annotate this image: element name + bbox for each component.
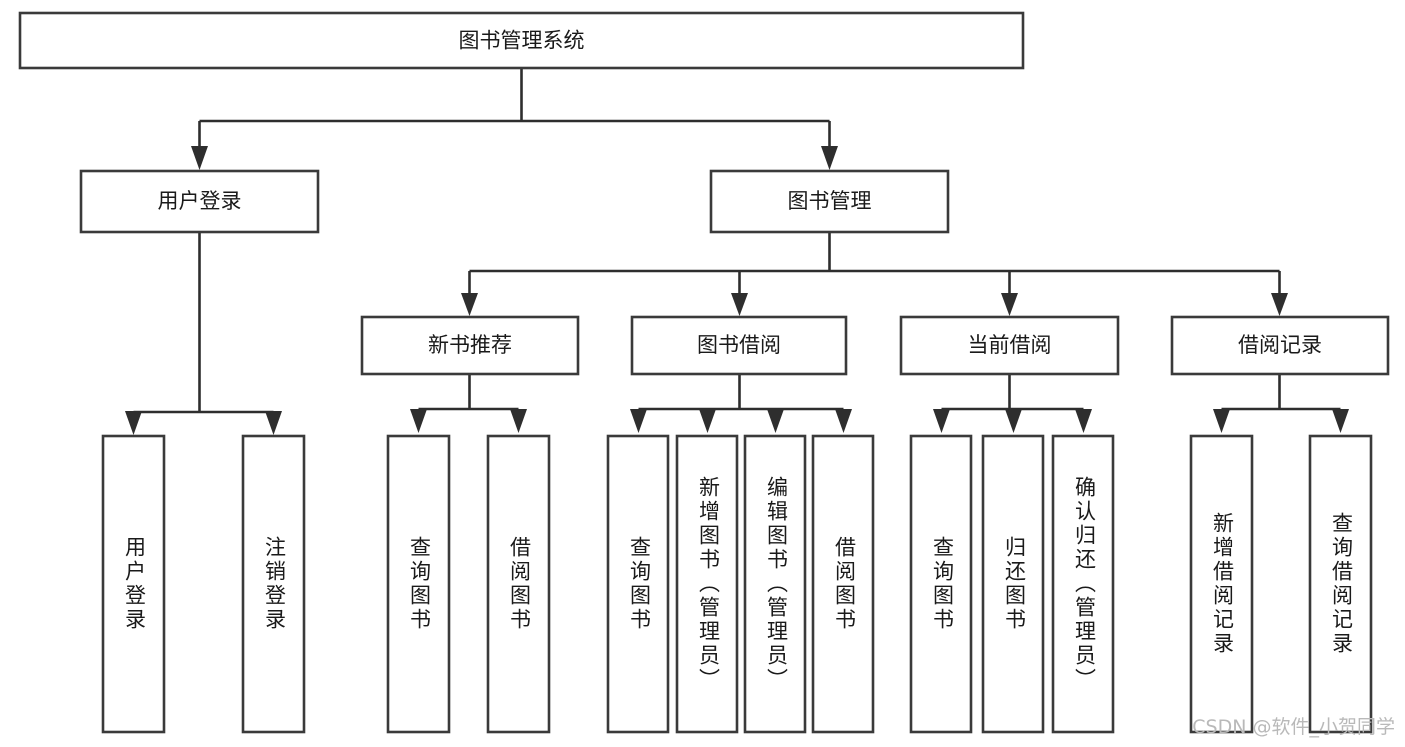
- node-leaf-query-book-borrow[interactable]: 查询图书: [606, 434, 670, 734]
- node-leaf-confirm-return-admin[interactable]: 确认归还（管理员）: [1051, 434, 1115, 734]
- node-current-borrow-label: 当前借阅: [968, 333, 1052, 357]
- node-book-borrow-box[interactable]: [630, 315, 848, 376]
- node-leaf-borrow-book[interactable]: 借阅图书: [811, 434, 875, 734]
- node-leaf-logout[interactable]: 注销登录: [241, 434, 306, 734]
- node-leaf-query-book-recommend[interactable]: 查询图书: [386, 434, 451, 734]
- node-leaf-confirm-return-admin-label: 确认归还（管理员）: [1073, 476, 1097, 692]
- node-leaf-query-borrow-record[interactable]: 查询借阅记录: [1308, 434, 1373, 734]
- node-leaf-add-borrow-record[interactable]: 新增借阅记录: [1189, 434, 1254, 734]
- node-book-borrow-label: 图书借阅: [697, 333, 781, 357]
- node-leaf-borrow-book-box[interactable]: [811, 434, 875, 734]
- connector-group-borrow-record-to-leaves: [1213, 374, 1349, 433]
- arrowhead-leaf-query-book-recommend: [410, 409, 427, 433]
- node-leaf-query-borrow-record-box[interactable]: [1308, 434, 1373, 734]
- node-leaf-query-book-recommend-label: 查询图书: [408, 536, 432, 632]
- arrowhead-leaf-add-book-admin: [699, 409, 716, 433]
- arrowhead-leaf-borrow-book-recommend: [510, 409, 527, 433]
- node-user-login-box[interactable]: [79, 169, 320, 234]
- arrowhead-leaf-borrow-book: [835, 409, 852, 433]
- node-current-borrow[interactable]: 当前借阅: [899, 315, 1120, 376]
- node-leaf-logout-box[interactable]: [241, 434, 306, 734]
- arrowhead-leaf-edit-book-admin: [767, 409, 784, 433]
- node-leaf-edit-book-admin-label: 编辑图书（管理员）: [765, 476, 789, 692]
- node-new-book-recommend-box[interactable]: [360, 315, 580, 376]
- arrowhead-current-borrow: [1001, 293, 1018, 316]
- arrowhead-leaf-query-borrow-record: [1332, 409, 1349, 433]
- node-leaf-query-book-current[interactable]: 查询图书: [909, 434, 973, 734]
- arrowhead-new-book-recommend: [461, 293, 478, 316]
- node-leaf-user-login-box[interactable]: [101, 434, 166, 734]
- arrowhead-leaf-return-book: [1005, 409, 1022, 433]
- node-leaf-query-borrow-record-label: 查询借阅记录: [1330, 512, 1354, 656]
- node-leaf-return-book[interactable]: 归还图书: [981, 434, 1045, 734]
- connector-group-root-to-level2: [191, 68, 838, 170]
- node-root[interactable]: 图书管理系统: [18, 11, 1025, 70]
- arrowhead-leaf-logout: [265, 411, 282, 435]
- node-book-management-box[interactable]: [709, 169, 950, 234]
- node-user-login[interactable]: 用户登录: [79, 169, 320, 234]
- node-leaf-add-borrow-record-label: 新增借阅记录: [1211, 512, 1235, 656]
- arrowhead-leaf-user-login: [125, 411, 142, 435]
- connector-group-user-login-to-leaves: [125, 232, 282, 435]
- arrowhead-leaf-add-borrow-record: [1213, 409, 1230, 433]
- node-leaf-add-book-admin-box[interactable]: [675, 434, 739, 734]
- node-book-management[interactable]: 图书管理: [709, 169, 950, 234]
- arrowhead-book-management: [821, 146, 838, 170]
- node-leaf-query-book-borrow-box[interactable]: [606, 434, 670, 734]
- node-leaf-add-borrow-record-box[interactable]: [1189, 434, 1254, 734]
- node-leaf-borrow-book-recommend-box[interactable]: [486, 434, 551, 734]
- node-root-box[interactable]: [18, 11, 1025, 70]
- connector-group-book-borrow-to-leaves: [630, 374, 852, 433]
- node-leaf-add-book-admin[interactable]: 新增图书（管理员）: [675, 434, 739, 734]
- node-leaf-borrow-book-recommend[interactable]: 借阅图书: [486, 434, 551, 734]
- arrowhead-leaf-query-book-current: [933, 409, 950, 433]
- node-leaf-edit-book-admin-box[interactable]: [743, 434, 807, 734]
- arrowhead-leaf-confirm-return-admin: [1075, 409, 1092, 433]
- node-leaf-return-book-label: 归还图书: [1003, 536, 1027, 632]
- node-leaf-query-book-recommend-box[interactable]: [386, 434, 451, 734]
- arrowhead-leaf-query-book-borrow: [630, 409, 647, 433]
- node-book-management-label: 图书管理: [788, 189, 872, 213]
- node-leaf-borrow-book-recommend-label: 借阅图书: [508, 536, 532, 632]
- node-leaf-confirm-return-admin-box[interactable]: [1051, 434, 1115, 734]
- node-new-book-recommend-label: 新书推荐: [428, 333, 512, 357]
- node-leaf-logout-label: 注销登录: [263, 536, 287, 632]
- node-current-borrow-box[interactable]: [899, 315, 1120, 376]
- node-leaf-user-login-label: 用户登录: [123, 536, 147, 632]
- node-leaf-borrow-book-label: 借阅图书: [833, 536, 857, 632]
- arrowhead-borrow-record: [1271, 293, 1288, 316]
- node-borrow-record-label: 借阅记录: [1238, 333, 1322, 357]
- arrowhead-book-borrow: [731, 293, 748, 316]
- connector-group-current-borrow-to-leaves: [933, 374, 1092, 433]
- node-leaf-return-book-box[interactable]: [981, 434, 1045, 734]
- node-borrow-record[interactable]: 借阅记录: [1170, 315, 1390, 376]
- node-borrow-record-box[interactable]: [1170, 315, 1390, 376]
- node-leaf-add-book-admin-label: 新增图书（管理员）: [697, 476, 721, 692]
- node-root-label: 图书管理系统: [459, 29, 585, 53]
- node-user-login-label: 用户登录: [158, 189, 242, 213]
- connector-group-book-management-to-level3: [461, 232, 1288, 316]
- node-leaf-query-book-borrow-label: 查询图书: [628, 536, 652, 632]
- node-leaf-edit-book-admin[interactable]: 编辑图书（管理员）: [743, 434, 807, 734]
- node-book-borrow[interactable]: 图书借阅: [630, 315, 848, 376]
- arrowhead-user-login: [191, 146, 208, 170]
- node-leaf-query-book-current-box[interactable]: [909, 434, 973, 734]
- node-leaf-query-book-current-label: 查询图书: [931, 536, 955, 632]
- node-leaf-user-login[interactable]: 用户登录: [101, 434, 166, 734]
- node-new-book-recommend[interactable]: 新书推荐: [360, 315, 580, 376]
- connector-group-new-book-recommend-to-leaves: [410, 374, 527, 433]
